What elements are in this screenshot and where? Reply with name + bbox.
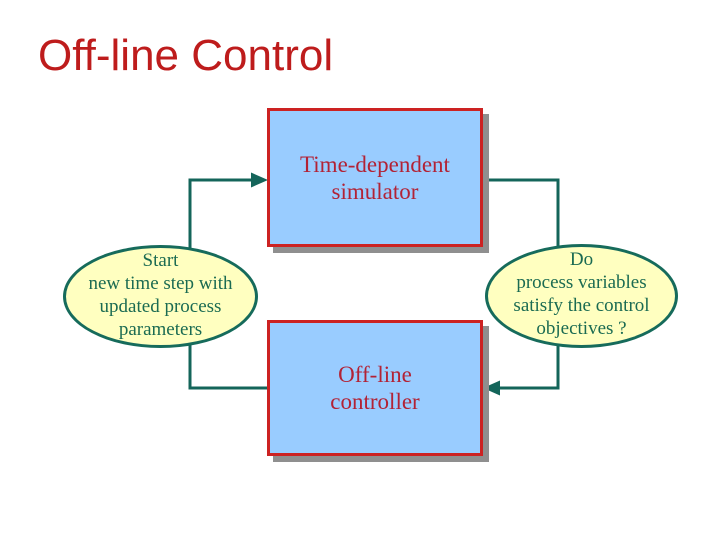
node-label-line: simulator (331, 178, 419, 204)
node-label-line: Time-dependent (300, 151, 450, 177)
page-title: Off-line Control (38, 31, 334, 80)
node-label: Do process variables satisfy the control… (513, 248, 649, 344)
node-label: Start new time step with updated process… (88, 249, 232, 345)
node-label: Time-dependent simulator (300, 151, 450, 205)
node-start-new-time-step: Start new time step with updated process… (63, 245, 258, 348)
node-label-line: controller (330, 389, 420, 414)
node-label-line: parameters (118, 318, 203, 340)
node-label-line: objectives ? (536, 318, 627, 339)
node-label-line: process variables (516, 272, 647, 293)
node-check-control-objectives: Do process variables satisfy the control… (485, 244, 678, 348)
node-time-dependent-simulator: Time-dependent simulator (267, 108, 483, 247)
node-label: Off-line controller (330, 361, 419, 415)
node-label-line: Off-line (338, 362, 412, 387)
node-label-line: updated process (99, 295, 222, 317)
arrow-right-icon (251, 172, 268, 188)
node-label-line: new time step with (88, 272, 233, 294)
arrow-left-icon (483, 380, 500, 396)
node-label-line: Do (569, 249, 594, 270)
node-label-line: satisfy the control (513, 295, 650, 316)
node-offline-controller: Off-line controller (267, 320, 483, 456)
node-label-line: Start (142, 249, 179, 271)
